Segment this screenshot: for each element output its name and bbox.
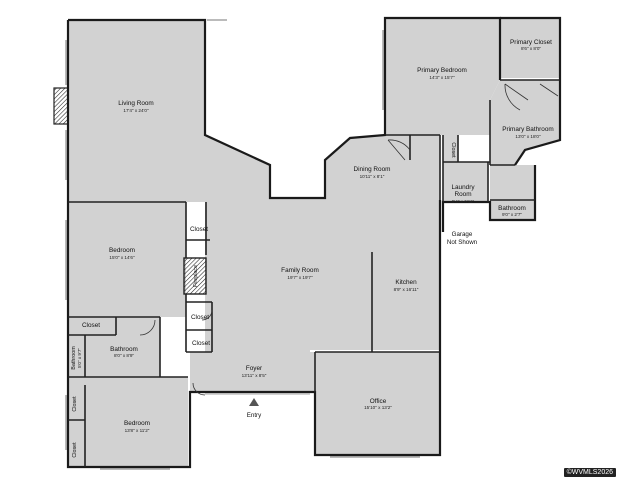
foyer-label: Foyer — [246, 365, 263, 372]
bathroom-main-dims: 8'0" x 8'9" — [114, 353, 134, 358]
interior-walls — [68, 79, 560, 467]
room-fills — [68, 18, 560, 467]
closet-e-label: Closet — [72, 396, 78, 412]
primary-bedroom-dims: 14'3" x 15'7" — [429, 75, 455, 80]
bedroom-2-dims: 13'8" x 11'2" — [125, 428, 150, 433]
bathroom-vert-dims: 5'0" x 9'7" — [77, 348, 82, 368]
office-dims: 15'10" x 13'2" — [364, 405, 392, 410]
fireplace-label: Fireplace — [193, 265, 199, 287]
fireplace-block — [183, 257, 207, 295]
entry-arrow-icon — [249, 398, 259, 406]
chimney-block — [53, 87, 69, 125]
bedroom-1-dims: 15'0" x 14'6" — [109, 255, 135, 260]
windows — [65, 19, 420, 470]
closet-f-label: Closet — [72, 442, 78, 458]
family-room-label: Family Room — [281, 267, 319, 274]
closet-c-label: Closet — [191, 314, 209, 321]
exterior-walls — [66, 16, 562, 469]
primary-closet-dims: 8'6" x 8'0" — [521, 46, 541, 51]
room-labels: Living Room 17'4" x 24'0" Primary Bedroo… — [71, 39, 554, 458]
living-room-dims: 17'4" x 24'0" — [123, 108, 149, 113]
kitchen-dims: 8'9" x 16'11" — [394, 287, 419, 292]
hall-closet-label: Closet — [450, 142, 456, 158]
primary-bedroom-label: Primary Bedroom — [417, 67, 467, 74]
small-bathroom-dims: 9'0" x 2'7" — [502, 212, 522, 217]
dining-room-dims: 10'11" x 8'1" — [360, 174, 385, 179]
copyright-badge: ©WVMLS2026 — [563, 468, 616, 477]
small-bathroom-label: Bathroom — [498, 205, 526, 212]
foyer-dims: 13'11" x 8'5" — [242, 373, 267, 378]
entry-label: Entry — [247, 412, 262, 419]
closet-d-label: Closet — [192, 340, 210, 347]
laundry-room-dims: 5'4" x 6'11" — [452, 199, 475, 204]
dining-room-label: Dining Room — [354, 166, 391, 173]
office-label: Office — [370, 398, 387, 405]
closet-a-label: Closet — [190, 226, 208, 233]
bathroom-vert-label: Bathroom — [71, 346, 77, 370]
primary-bathroom-dims: 13'0" x 18'0" — [515, 134, 541, 139]
closet-b-label: Closet — [82, 322, 100, 329]
primary-bathroom-label: Primary Bathroom — [502, 126, 554, 133]
laundry-room-label-2: Room — [454, 191, 471, 198]
laundry-room-label: Laundry — [451, 184, 475, 191]
bedroom-2-label: Bedroom — [124, 420, 150, 427]
primary-closet-label: Primary Closet — [510, 39, 552, 46]
kitchen-label: Kitchen — [395, 279, 417, 286]
garage-label-1: Garage — [452, 231, 473, 238]
bedroom-1-label: Bedroom — [109, 247, 135, 254]
garage-label-2: Not Shown — [447, 239, 478, 246]
door-swings — [139, 83, 559, 396]
family-room-dims: 19'7" x 19'7" — [287, 275, 313, 280]
bathroom-main-label: Bathroom — [110, 346, 138, 353]
living-room-label: Living Room — [118, 100, 154, 107]
